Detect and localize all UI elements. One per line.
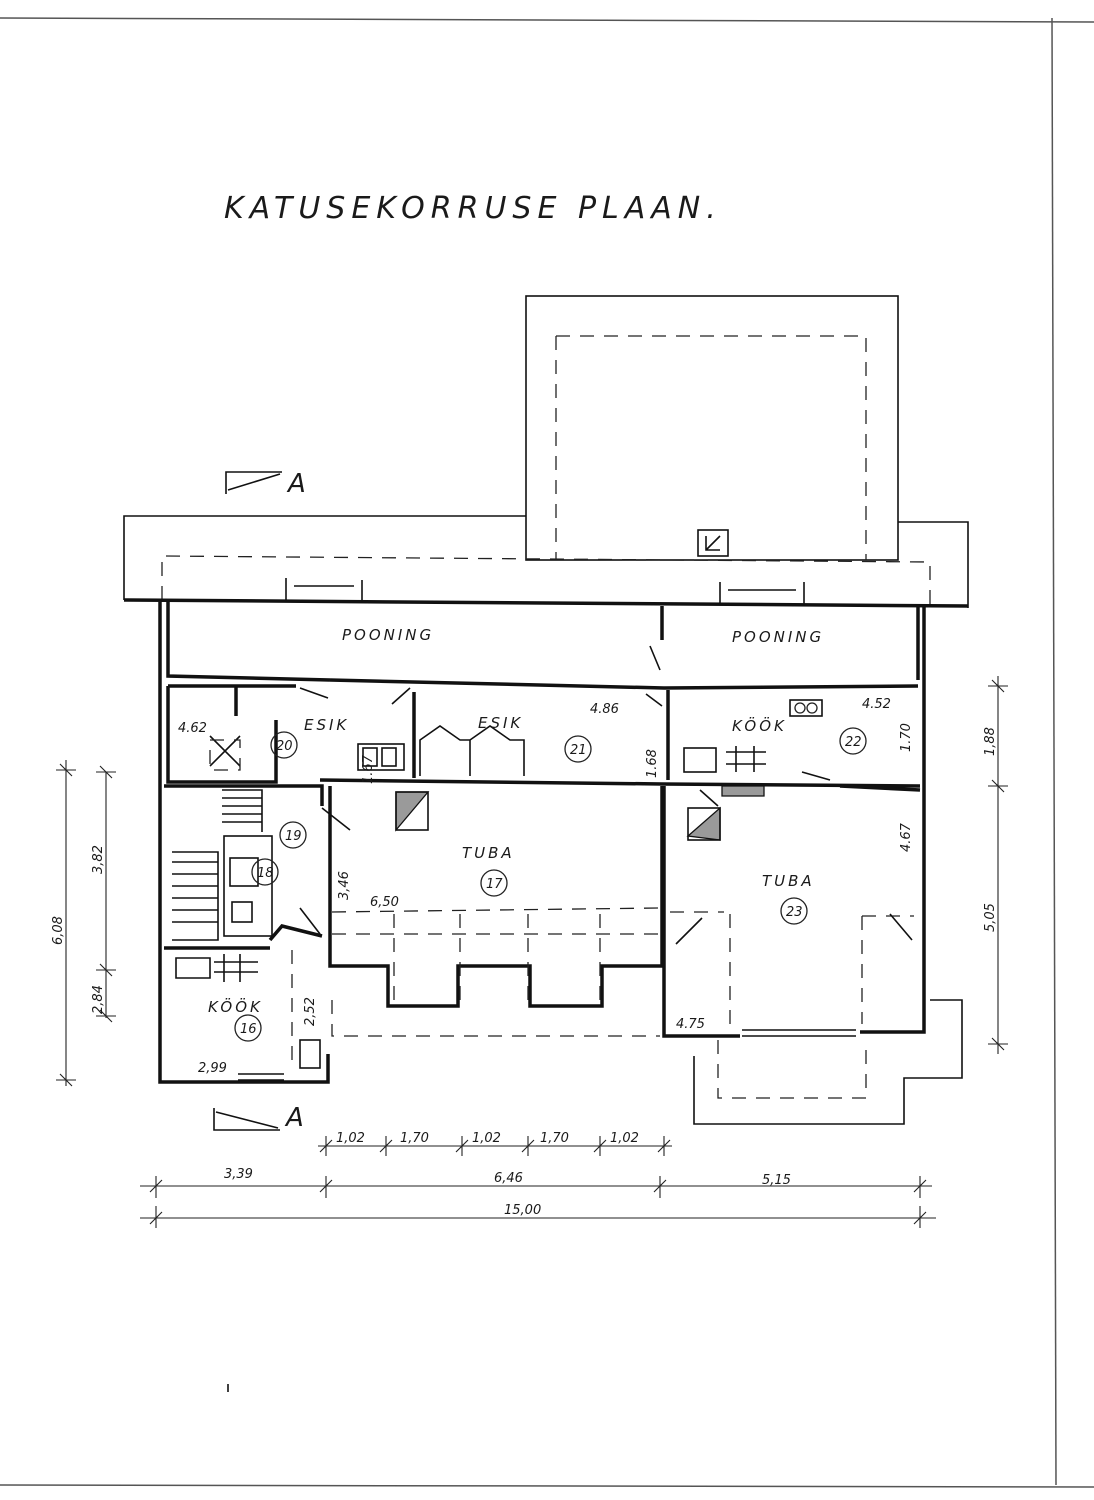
- room-number: 16: [240, 1022, 257, 1037]
- dimension-label: 6,50: [370, 895, 399, 910]
- room-number-markers: [234, 727, 867, 1042]
- dimension-label: 1.68: [645, 749, 660, 778]
- dimension-label: 1.70: [899, 723, 914, 752]
- dimension-label: 1,02: [610, 1131, 639, 1146]
- kitchen-16-walls: [164, 924, 323, 1081]
- room-label-tuba-23: TUBA: [762, 872, 815, 890]
- dimension-label: 4.86: [590, 702, 619, 717]
- dimension-label: 5,05: [983, 903, 998, 932]
- lower-outline: [327, 999, 963, 1125]
- left-dimension-chain: 6,08 3,82 2,84: [51, 760, 116, 1087]
- room-23-walls: [662, 771, 921, 1099]
- bottom-segment-dimension-row: 3,39 6,46 5,15: [140, 1167, 932, 1198]
- room-label-kook-22: KÖÖK: [732, 716, 787, 735]
- dimension-label: 15,00: [504, 1203, 541, 1218]
- room-17-walls: [328, 786, 664, 1037]
- room-number: 19: [285, 829, 302, 844]
- room-label-esik-20: ESIK: [304, 716, 349, 734]
- room-label-esik-21: ESIK: [478, 714, 523, 732]
- dimension-label: 1,02: [472, 1131, 501, 1146]
- room-label-pooning-right: POONING: [732, 628, 824, 646]
- dimension-label: 2,99: [198, 1061, 227, 1076]
- bottom-overall-dimension-row: 15,00: [140, 1203, 936, 1228]
- room-label-tuba-17: TUBA: [462, 844, 515, 862]
- dimension-label: 3,39: [224, 1167, 253, 1182]
- room-number: 18: [257, 866, 274, 881]
- upper-room-walls: [166, 684, 921, 788]
- dimension-label: 6,08: [51, 916, 66, 945]
- dimension-label: 4.75: [676, 1017, 705, 1032]
- section-mark-bottom: A: [213, 1103, 304, 1133]
- dimension-label: 1,70: [540, 1131, 569, 1146]
- room-number: 23: [786, 905, 803, 920]
- dimension-label: 4.62: [178, 721, 207, 736]
- dimension-label: 2,84: [91, 985, 106, 1014]
- bottom-window-dimension-row: 1,02 1,70 1,02 1,70 1,02: [318, 1131, 672, 1156]
- scan-edges: [0, 17, 1094, 1488]
- dimension-label: 6,46: [494, 1171, 523, 1186]
- right-dimension-chain: 1,88 5,05: [983, 676, 1008, 1054]
- room-label-kook-16: KÖÖK: [208, 997, 263, 1016]
- room-number: 22: [845, 735, 862, 750]
- room-number: 21: [570, 743, 587, 758]
- dimension-label: 1,02: [336, 1131, 365, 1146]
- roof-outline: [123, 295, 969, 608]
- room-number: 17: [486, 877, 503, 892]
- section-label-bottom: A: [284, 1103, 304, 1133]
- dimension-label: 4.67: [899, 822, 914, 852]
- attic-partition: [299, 645, 919, 707]
- stair-core: [164, 784, 351, 941]
- dimension-label: 2,52: [303, 997, 318, 1026]
- room-label-pooning-left: POONING: [342, 626, 434, 644]
- room-number: 20: [276, 739, 293, 754]
- section-mark-top: A: [225, 469, 306, 499]
- dimension-label: 4.52: [862, 697, 891, 712]
- section-label-top: A: [286, 469, 306, 499]
- dimension-label: 5,15: [762, 1173, 791, 1188]
- dimension-label: 3,46: [337, 871, 352, 900]
- dimension-label: 1.67: [361, 754, 376, 784]
- dimension-label: 3,82: [91, 845, 106, 874]
- dimension-label: 1,70: [400, 1131, 429, 1146]
- dimension-label: 1,88: [983, 727, 998, 756]
- plan-title: KATUSEKORRUSE PLAAN.: [224, 191, 722, 226]
